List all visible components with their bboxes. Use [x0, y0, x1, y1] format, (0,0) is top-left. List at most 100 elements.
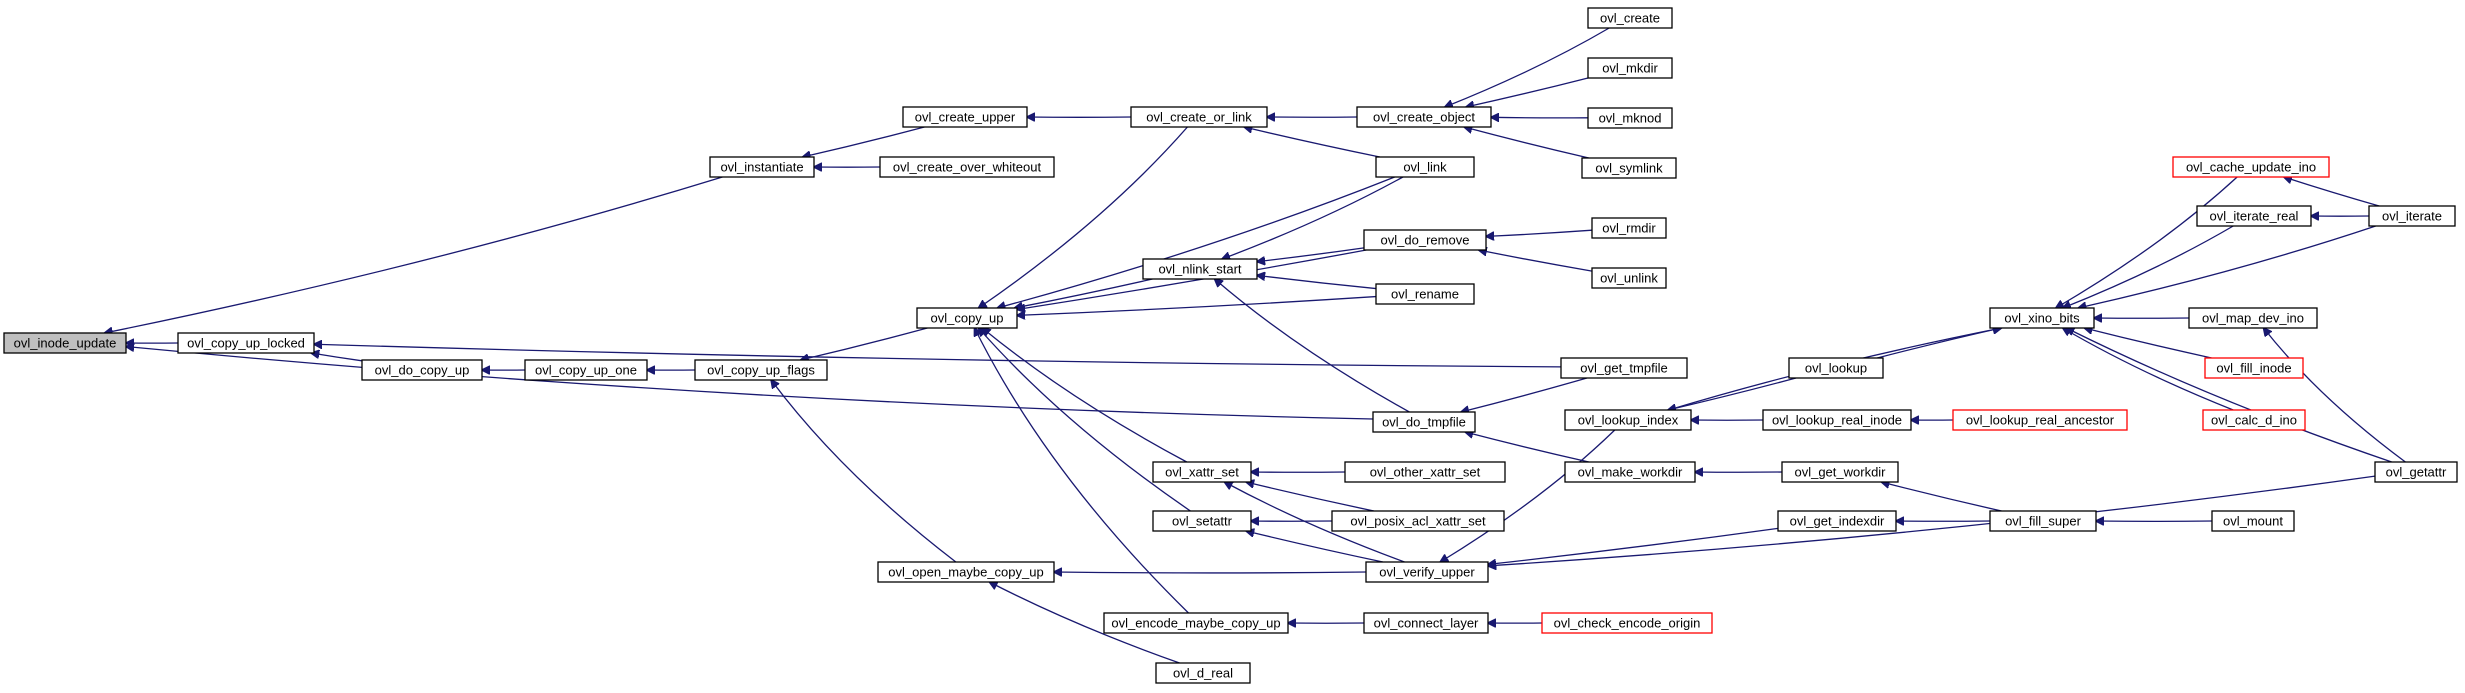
node-box[interactable] — [1587, 57, 1673, 79]
node-box[interactable] — [1363, 612, 1489, 634]
node-box[interactable] — [1375, 283, 1475, 305]
node-box[interactable] — [1103, 612, 1289, 634]
node-d-real[interactable]: ovl_d_real — [1155, 662, 1251, 684]
node-box[interactable] — [1130, 106, 1268, 128]
node-box[interactable] — [1152, 461, 1252, 483]
node-create-over-whiteout[interactable]: ovl_create_over_whiteout — [879, 156, 1055, 178]
node-box[interactable] — [1155, 662, 1251, 684]
node-get-tmpfile[interactable]: ovl_get_tmpfile — [1560, 357, 1688, 379]
node-box[interactable] — [2204, 357, 2304, 379]
node-box[interactable] — [1989, 307, 2095, 329]
node-box[interactable] — [1777, 510, 1897, 532]
node-posix-acl-xattr-set[interactable]: ovl_posix_acl_xattr_set — [1331, 510, 1505, 532]
node-box[interactable] — [1344, 461, 1506, 483]
node-rename[interactable]: ovl_rename — [1375, 283, 1475, 305]
node-copy-up[interactable]: ovl_copy_up — [916, 307, 1018, 329]
node-create-upper[interactable]: ovl_create_upper — [902, 106, 1028, 128]
node-instantiate[interactable]: ovl_instantiate — [709, 156, 815, 178]
node-mount[interactable]: ovl_mount — [2211, 510, 2295, 532]
node-copy-up-flags[interactable]: ovl_copy_up_flags — [694, 359, 828, 381]
node-rmdir[interactable]: ovl_rmdir — [1591, 217, 1667, 239]
node-do-remove[interactable]: ovl_do_remove — [1363, 229, 1487, 251]
node-lookup-real-ancestor[interactable]: ovl_lookup_real_ancestor — [1952, 409, 2128, 431]
node-box[interactable] — [1762, 409, 1912, 431]
node-box[interactable] — [2196, 205, 2312, 227]
node-link[interactable]: ovl_link — [1375, 156, 1475, 178]
node-box[interactable] — [1564, 409, 1692, 431]
node-nlink-start[interactable]: ovl_nlink_start — [1142, 258, 1258, 280]
node-box[interactable] — [916, 307, 1018, 329]
node-make-workdir[interactable]: ovl_make_workdir — [1564, 461, 1696, 483]
node-box[interactable] — [1365, 561, 1489, 583]
node-box[interactable] — [2368, 205, 2456, 227]
node-encode-maybe-copy-up[interactable]: ovl_encode_maybe_copy_up — [1103, 612, 1289, 634]
node-iterate[interactable]: ovl_iterate — [2368, 205, 2456, 227]
node-getattr[interactable]: ovl_getattr — [2374, 461, 2458, 483]
node-calc-d-ino[interactable]: ovl_calc_d_ino — [2202, 409, 2306, 431]
node-copy-up-one[interactable]: ovl_copy_up_one — [524, 359, 648, 381]
node-xino-bits[interactable]: ovl_xino_bits — [1989, 307, 2095, 329]
node-box[interactable] — [1952, 409, 2128, 431]
node-fill-inode[interactable]: ovl_fill_inode — [2204, 357, 2304, 379]
node-box[interactable] — [902, 106, 1028, 128]
node-create-or-link[interactable]: ovl_create_or_link — [1130, 106, 1268, 128]
node-get-indexdir[interactable]: ovl_get_indexdir — [1777, 510, 1897, 532]
node-box[interactable] — [2374, 461, 2458, 483]
node-box[interactable] — [1591, 267, 1667, 289]
node-lookup-index[interactable]: ovl_lookup_index — [1564, 409, 1692, 431]
node-box[interactable] — [1587, 7, 1673, 29]
node-box[interactable] — [2211, 510, 2295, 532]
node-symlink[interactable]: ovl_symlink — [1581, 157, 1677, 179]
node-box[interactable] — [709, 156, 815, 178]
node-lookup-real-inode[interactable]: ovl_lookup_real_inode — [1762, 409, 1912, 431]
node-setattr[interactable]: ovl_setattr — [1152, 510, 1252, 532]
node-iterate-real[interactable]: ovl_iterate_real — [2196, 205, 2312, 227]
node-box[interactable] — [1989, 510, 2097, 532]
node-box[interactable] — [1591, 217, 1667, 239]
node-mkdir[interactable]: ovl_mkdir — [1587, 57, 1673, 79]
node-lookup[interactable]: ovl_lookup — [1788, 357, 1884, 379]
node-other-xattr-set[interactable]: ovl_other_xattr_set — [1344, 461, 1506, 483]
node-inode-update[interactable]: ovl_inode_update — [3, 332, 127, 354]
node-box[interactable] — [2202, 409, 2306, 431]
node-box[interactable] — [1581, 157, 1677, 179]
node-do-copy-up[interactable]: ovl_do_copy_up — [361, 359, 483, 381]
node-box[interactable] — [694, 359, 828, 381]
node-fill-super[interactable]: ovl_fill_super — [1989, 510, 2097, 532]
node-connect-layer[interactable]: ovl_connect_layer — [1363, 612, 1489, 634]
node-check-encode-origin[interactable]: ovl_check_encode_origin — [1541, 612, 1713, 634]
node-verify-upper[interactable]: ovl_verify_upper — [1365, 561, 1489, 583]
node-get-workdir[interactable]: ovl_get_workdir — [1781, 461, 1899, 483]
node-box[interactable] — [524, 359, 648, 381]
node-open-maybe-copy-up[interactable]: ovl_open_maybe_copy_up — [877, 561, 1055, 583]
node-cache-update-ino[interactable]: ovl_cache_update_ino — [2172, 156, 2330, 178]
node-box[interactable] — [1356, 106, 1492, 128]
node-box[interactable] — [879, 156, 1055, 178]
node-box[interactable] — [3, 332, 127, 354]
node-box[interactable] — [1152, 510, 1252, 532]
node-create-object[interactable]: ovl_create_object — [1356, 106, 1492, 128]
node-box[interactable] — [1375, 156, 1475, 178]
node-box[interactable] — [1331, 510, 1505, 532]
node-copy-up-locked[interactable]: ovl_copy_up_locked — [177, 332, 315, 354]
node-box[interactable] — [177, 332, 315, 354]
node-box[interactable] — [1781, 461, 1899, 483]
node-create[interactable]: ovl_create — [1587, 7, 1673, 29]
node-box[interactable] — [1788, 357, 1884, 379]
node-xattr-set[interactable]: ovl_xattr_set — [1152, 461, 1252, 483]
node-box[interactable] — [1587, 107, 1673, 129]
node-box[interactable] — [1541, 612, 1713, 634]
node-box[interactable] — [1372, 411, 1476, 433]
node-box[interactable] — [2172, 156, 2330, 178]
node-do-tmpfile[interactable]: ovl_do_tmpfile — [1372, 411, 1476, 433]
node-mknod[interactable]: ovl_mknod — [1587, 107, 1673, 129]
node-box[interactable] — [1564, 461, 1696, 483]
node-box[interactable] — [877, 561, 1055, 583]
node-unlink[interactable]: ovl_unlink — [1591, 267, 1667, 289]
node-box[interactable] — [1363, 229, 1487, 251]
node-box[interactable] — [1560, 357, 1688, 379]
node-box[interactable] — [361, 359, 483, 381]
node-box[interactable] — [2188, 307, 2318, 329]
node-box[interactable] — [1142, 258, 1258, 280]
node-map-dev-ino[interactable]: ovl_map_dev_ino — [2188, 307, 2318, 329]
